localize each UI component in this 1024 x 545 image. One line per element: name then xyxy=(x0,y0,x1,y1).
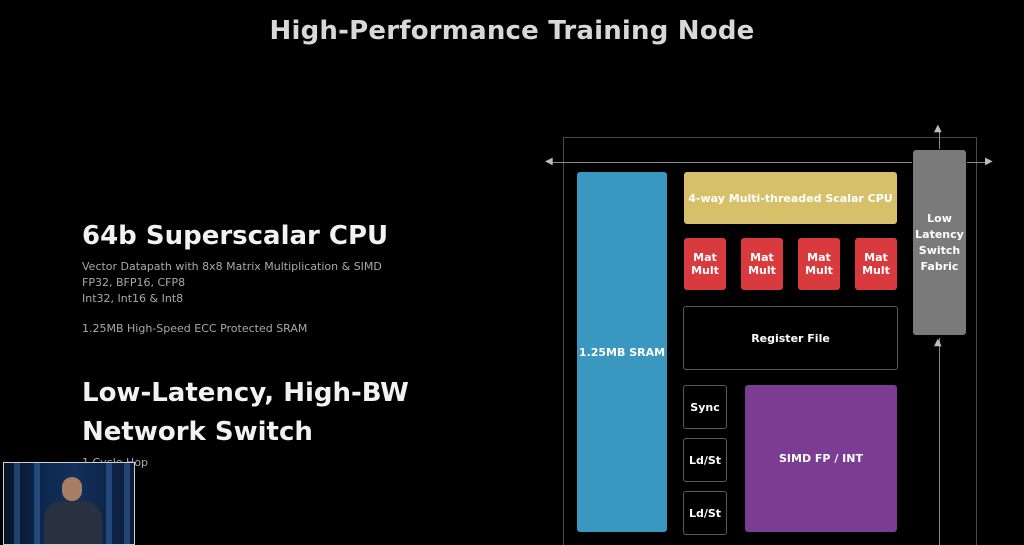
scalar-cpu-block: 4-way Multi-threaded Scalar CPU xyxy=(684,172,897,224)
simd-label: SIMD FP / INT xyxy=(779,452,863,465)
presenter-video-icon xyxy=(3,462,135,545)
presenter-body xyxy=(44,501,102,544)
sram-detail: 1.25MB High-Speed ECC Protected SRAM xyxy=(82,322,308,335)
sram-label: 1.25MB SRAM xyxy=(578,345,666,359)
ldst-block: Ld/St xyxy=(683,438,727,482)
mat-mult-block: Mat Mult xyxy=(741,238,783,290)
cpu-details: Vector Datapath with 8x8 Matrix Multipli… xyxy=(82,259,382,307)
sram-block: 1.25MB SRAM xyxy=(577,172,667,532)
mat-mult-block: Mat Mult xyxy=(855,238,897,290)
simd-block: SIMD FP / INT xyxy=(745,385,897,532)
cpu-detail-line: Vector Datapath with 8x8 Matrix Multipli… xyxy=(82,260,382,273)
frame-left xyxy=(563,137,564,545)
switch-heading-line2: Network Switch xyxy=(82,417,313,447)
switch-fabric-label-line: Latency xyxy=(915,227,964,241)
mat-mult-label-line1: Mat xyxy=(807,251,831,264)
frame-top xyxy=(563,137,976,138)
ldst-label: Ld/St xyxy=(688,506,722,520)
mat-mult-block: Mat Mult xyxy=(798,238,840,290)
mat-mult-label-line1: Mat xyxy=(864,251,888,264)
cpu-detail-line: Int32, Int16 & Int8 xyxy=(82,292,184,305)
ldst-block: Ld/St xyxy=(683,491,727,535)
background-light-stripe xyxy=(14,463,20,544)
cpu-detail-line: FP32, BFP16, CFP8 xyxy=(82,276,186,289)
scalar-cpu-label: 4-way Multi-threaded Scalar CPU xyxy=(688,191,893,205)
arrow-up-icon: ▲ xyxy=(934,337,942,348)
presenter-head xyxy=(62,477,82,501)
mat-mult-label-line2: Mult xyxy=(805,264,833,277)
sync-block: Sync xyxy=(683,385,727,429)
arrow-left-icon: ◀ xyxy=(545,156,553,167)
horizontal-bus-line xyxy=(552,162,912,163)
cpu-heading: 64b Superscalar CPU xyxy=(82,221,389,251)
sync-label: Sync xyxy=(690,400,720,414)
background-light-stripe xyxy=(124,463,130,544)
mat-mult-block: Mat Mult xyxy=(684,238,726,290)
switch-fabric-block: Low Latency Switch Fabric xyxy=(913,150,966,335)
mat-mult-label-line1: Mat xyxy=(693,251,717,264)
switch-fabric-label-line: Fabric xyxy=(920,259,959,273)
mat-mult-label-line2: Mult xyxy=(862,264,890,277)
ldst-label: Ld/St xyxy=(688,453,722,467)
switch-fabric-label-line: Low xyxy=(927,211,952,225)
register-file-label: Register File xyxy=(751,331,830,345)
arrow-right-icon: ▶ xyxy=(985,156,993,167)
background-light-stripe xyxy=(34,463,40,544)
frame-right xyxy=(976,137,977,545)
register-file-block: Register File xyxy=(683,306,898,370)
vertical-bus-line-top xyxy=(939,128,940,149)
switch-heading-line1: Low-Latency, High-BW xyxy=(82,378,409,408)
slide-title: High-Performance Training Node xyxy=(269,16,755,46)
mat-mult-label-line2: Mult xyxy=(748,264,776,277)
vertical-bus-line-bottom xyxy=(939,338,940,545)
horizontal-bus-line-right xyxy=(967,162,989,163)
mat-mult-label-line2: Mult xyxy=(691,264,719,277)
background-light-stripe xyxy=(106,463,112,544)
mat-mult-label-line1: Mat xyxy=(750,251,774,264)
switch-fabric-label-line: Switch xyxy=(918,243,961,257)
arrow-up-icon: ▲ xyxy=(934,123,942,134)
